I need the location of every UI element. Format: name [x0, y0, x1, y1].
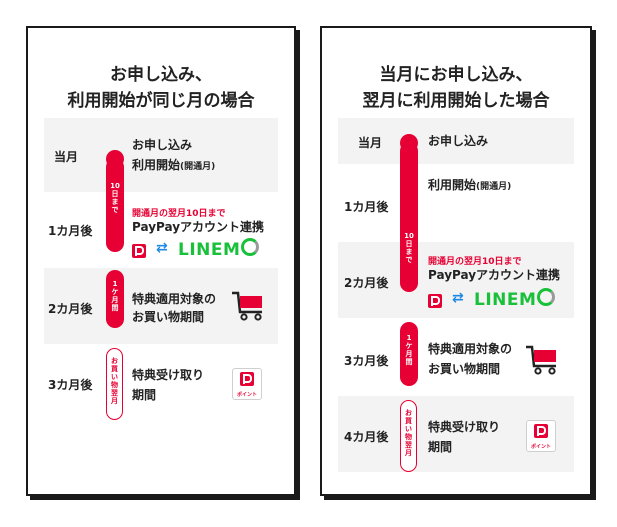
row-label: 当月: [358, 136, 383, 150]
row-text: PayPayアカウント連携: [428, 268, 561, 282]
paypay-logo-icon: [240, 372, 254, 386]
linemo-logo: LINEM: [178, 238, 260, 260]
row-label: 2カ月後: [344, 276, 389, 290]
card-title-line1: お申し込み、: [110, 65, 212, 85]
timeline-outline-receive: お買い物翌月: [400, 400, 417, 472]
row-label: 1カ月後: [48, 224, 93, 238]
row-text: 期間: [428, 440, 453, 454]
timeline-row-1-month: 1カ月後 利用開始(開通月): [338, 164, 574, 242]
timeline-row-3-month: 3カ月後 特典適用対象の お買い物期間: [338, 318, 574, 396]
sync-icon: ⇄: [452, 290, 464, 306]
row-text: PayPayアカウント連携: [132, 220, 265, 234]
timeline-row-current-month: 当月 お申し込み 利用開始(開通月): [44, 118, 278, 192]
row-text: 利用開始(開通月): [132, 158, 216, 172]
row-text: 特典受け取り: [428, 420, 501, 434]
row-label: 2カ月後: [48, 302, 93, 316]
shopping-cart-icon: [232, 291, 262, 321]
card-same-month: お申し込み、 利用開始が同じ月の場合 当月 お申し込み 利用開始(開通月) 1カ…: [26, 26, 296, 496]
row-label: 当月: [54, 150, 79, 164]
linemo-o-icon: [241, 238, 260, 256]
timeline-row-2-month: 2カ月後 開通月の翌月10日まで PayPayアカウント連携 ⇄ LINEM: [338, 242, 574, 318]
timeline-bar-shopping: 1ケ月間: [106, 270, 124, 328]
paypay-logo-icon: [428, 294, 442, 308]
timeline-outline-receive: お買い物翌月: [106, 348, 123, 420]
row-text: お申し込み: [132, 138, 193, 152]
paypay-logo-icon: [534, 424, 548, 438]
row-label: 3カ月後: [48, 378, 93, 392]
row-text: 特典受け取り: [132, 368, 205, 382]
shopping-cart-icon: [526, 345, 556, 375]
linemo-logo: LINEM: [474, 288, 556, 310]
timeline-row-current-month: 当月 お申し込み: [338, 118, 574, 164]
row-text: お買い物期間: [132, 310, 205, 324]
sync-icon: ⇄: [156, 240, 168, 256]
row-label: 1カ月後: [344, 200, 389, 214]
timeline-bar-deadline: 10日まで: [400, 142, 418, 292]
row-text: 利用開始(開通月): [428, 178, 512, 192]
timeline-bar-shopping: 1ケ月間: [400, 322, 418, 386]
card-title-line1: 当月にお申し込み、: [379, 65, 533, 85]
card-next-month: 当月にお申し込み、 翌月に利用開始した場合 当月 お申し込み 1カ月後 利用開始…: [320, 26, 592, 496]
paypay-logo-icon: [132, 244, 146, 258]
row-label: 3カ月後: [344, 354, 389, 368]
paypay-point-icon: ポイント: [232, 368, 262, 400]
timeline-row-3-month: 3カ月後 特典受け取り 期間 ポイント: [44, 344, 278, 420]
card-title-line2: 翌月に利用開始した場合: [362, 91, 550, 111]
card-title-line2: 利用開始が同じ月の場合: [67, 91, 255, 111]
deadline-note: 開通月の翌月10日まで: [428, 257, 522, 267]
row-text: 特典適用対象の: [132, 292, 217, 306]
linemo-o-icon: [537, 288, 556, 306]
timeline-row-1-month: 1カ月後 開通月の翌月10日まで PayPayアカウント連携 ⇄ LINEM: [44, 192, 278, 268]
row-text: 期間: [132, 388, 157, 402]
timeline-row-2-month: 2カ月後 特典適用対象の お買い物期間: [44, 268, 278, 344]
timeline-bar-deadline: 10日まで: [106, 158, 124, 252]
paypay-point-icon: ポイント: [526, 420, 556, 452]
row-text: お申し込み: [428, 134, 489, 148]
row-text: 特典適用対象の: [428, 342, 513, 356]
row-text: お買い物期間: [428, 362, 501, 376]
timeline-row-4-month: 4カ月後 特典受け取り 期間 ポイント: [338, 396, 574, 472]
row-label: 4カ月後: [344, 430, 389, 444]
deadline-note: 開通月の翌月10日まで: [132, 209, 226, 219]
